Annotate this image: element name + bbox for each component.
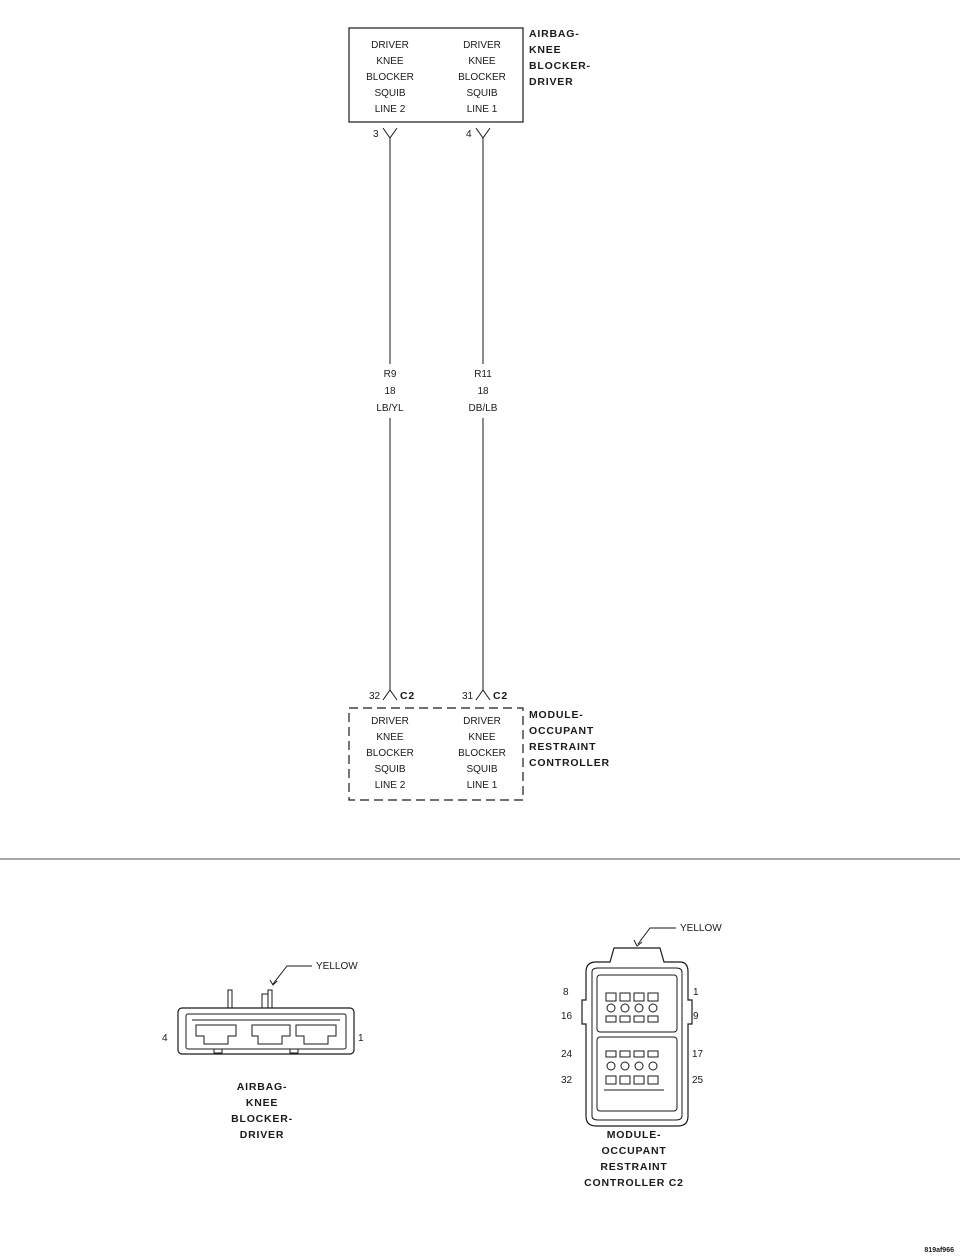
knee-blocker-connector-view: YELLOW 4 1 AIRBAG- KNEE BLOCKER- DRIVER [162,961,364,1141]
bottom-pin-left-symbol [382,689,398,701]
top-left-line-3: BLOCKER [366,72,414,83]
left-connector-caption-1: AIRBAG- [237,1081,288,1093]
bottom-right-line-2: KNEE [468,732,496,743]
top-right-line-3: BLOCKER [458,72,506,83]
bottom-pin-right-symbol [475,689,491,701]
wire-r9-gauge: 18 [384,386,396,397]
right-connector-pin-1: 1 [693,987,699,998]
wire-r11-color: DB/LB [469,403,498,414]
top-right-line-2: KNEE [468,56,496,67]
top-pin-right: 4 [466,129,472,140]
top-component-name-1: AIRBAG- [529,28,580,40]
wire-r9-circuit: R9 [384,369,397,380]
bottom-connector-left: C2 [400,690,415,702]
bottom-component-name-4: CONTROLLER [529,757,610,769]
right-connector-caption-4: CONTROLLER C2 [584,1177,684,1189]
top-left-line-5: LINE 2 [375,104,406,115]
figure-id: 819af966 [924,1247,954,1254]
bottom-right-line-1: DRIVER [463,716,501,727]
top-left-line-1: DRIVER [371,40,409,51]
top-left-line-2: KNEE [376,56,404,67]
left-connector-pin-1: 1 [358,1033,364,1044]
left-connector-caption-2: KNEE [246,1097,278,1109]
left-connector-pin-4: 4 [162,1033,168,1044]
top-pin-right-symbol [475,127,491,139]
bottom-component-name-1: MODULE- [529,709,584,721]
bottom-component-box [348,707,524,801]
left-connector-body [177,1007,355,1055]
right-connector-color-label: YELLOW [680,923,722,934]
top-right-line-1: DRIVER [463,40,501,51]
left-connector-caption-4: DRIVER [240,1129,284,1141]
top-right-line-4: SQUIB [466,88,497,99]
wire-r11: R11 18 DB/LB [469,138,498,691]
top-component-name-2: KNEE [529,44,561,56]
right-connector-pin-32: 32 [561,1075,573,1086]
bottom-left-line-5: LINE 2 [375,780,406,791]
bottom-left-line-3: BLOCKER [366,748,414,759]
bottom-pin-right: 31 [462,691,474,702]
top-pin-left: 3 [373,129,379,140]
top-pin-left-symbol [382,127,398,139]
right-connector-caption-3: RESTRAINT [600,1161,667,1173]
bottom-left-line-2: KNEE [376,732,404,743]
right-connector-pin-9: 9 [693,1011,699,1022]
left-connector-color-label: YELLOW [316,961,358,972]
right-connector-caption-1: MODULE- [607,1129,662,1141]
top-right-line-5: LINE 1 [467,104,498,115]
orc-c2-cavities [604,992,664,1091]
top-component-box [348,27,524,123]
bottom-component-name-2: OCCUPANT [529,725,594,737]
bottom-left-line-4: SQUIB [374,764,405,775]
right-connector-pin-25: 25 [692,1075,704,1086]
top-component: DRIVER KNEE BLOCKER SQUIB LINE 2 DRIVER … [348,27,591,140]
bottom-connector-right: C2 [493,690,508,702]
right-connector-pin-8: 8 [563,987,569,998]
right-connector-body [581,947,693,1127]
wire-r9-color: LB/YL [376,403,404,414]
bottom-right-line-3: BLOCKER [458,748,506,759]
wire-r9: R9 18 LB/YL [376,138,404,691]
bottom-left-line-1: DRIVER [371,716,409,727]
right-connector-pin-16: 16 [561,1011,573,1022]
top-left-line-4: SQUIB [374,88,405,99]
bottom-pin-left: 32 [369,691,381,702]
top-component-name-3: BLOCKER- [529,60,591,72]
bottom-component: 32 C2 31 C2 DRIVER KNEE BLOCKER SQUIB LI… [348,689,610,801]
bottom-right-line-4: SQUIB [466,764,497,775]
wire-r11-gauge: 18 [477,386,489,397]
top-component-name-4: DRIVER [529,76,573,88]
wire-r11-circuit: R11 [474,369,492,380]
orc-c2-connector-view: YELLOW 8 16 24 32 [561,923,722,1189]
bottom-right-line-5: LINE 1 [467,780,498,791]
right-connector-pin-24: 24 [561,1049,573,1060]
right-connector-caption-2: OCCUPANT [601,1145,666,1157]
right-connector-pin-17: 17 [692,1049,704,1060]
bottom-component-name-3: RESTRAINT [529,741,596,753]
left-connector-caption-3: BLOCKER- [231,1113,293,1125]
